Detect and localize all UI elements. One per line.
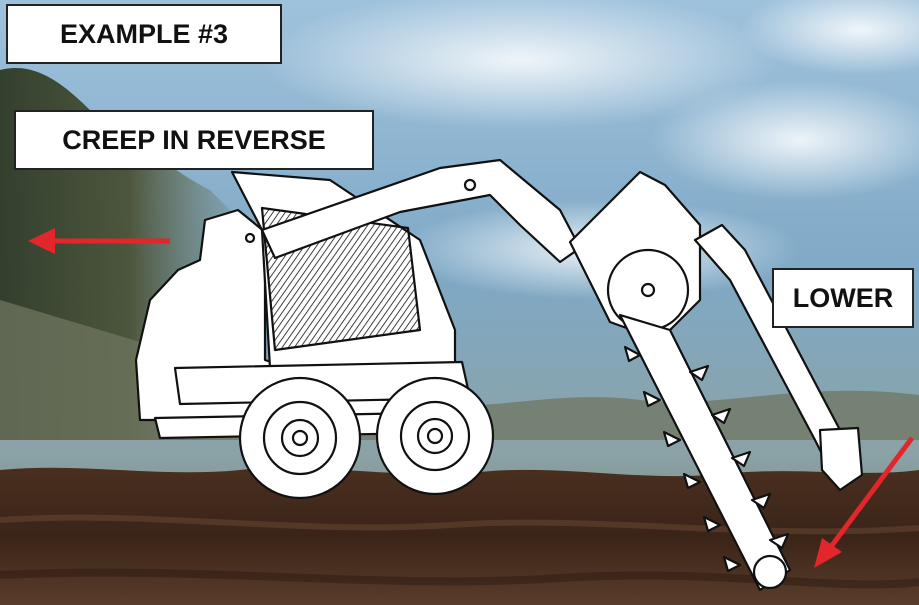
creep-in-reverse-label: CREEP IN REVERSE xyxy=(14,110,374,170)
reverse-arrow xyxy=(28,228,170,254)
skid-steer-loader xyxy=(134,158,582,500)
front-wheel xyxy=(238,376,362,500)
rear-wheel xyxy=(375,376,495,496)
lower-label: LOWER xyxy=(772,268,914,328)
lower-arrow xyxy=(814,436,915,568)
trencher-attachment xyxy=(568,170,864,592)
soil-ground xyxy=(0,467,919,605)
example-number-label: EXAMPLE #3 xyxy=(6,4,282,64)
